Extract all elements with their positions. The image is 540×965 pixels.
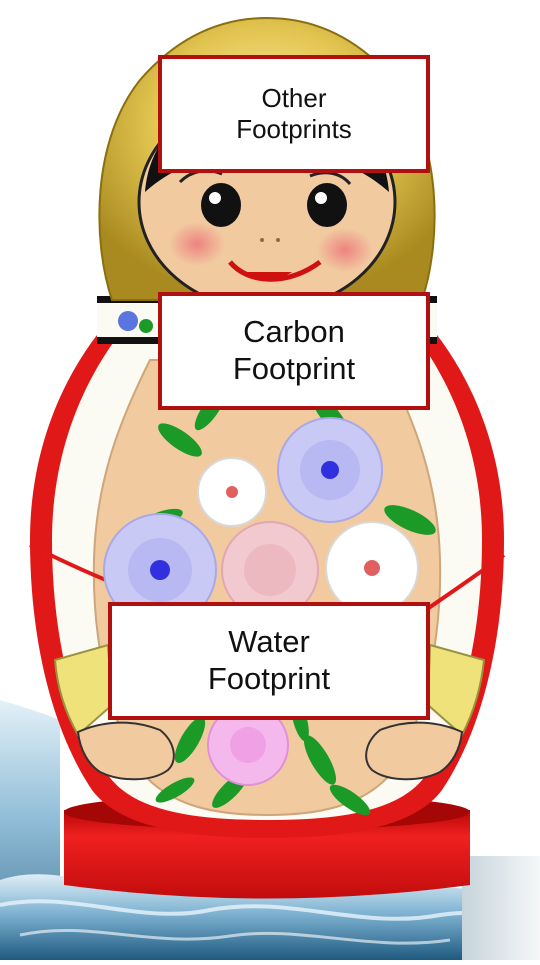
water-footprint-label: Water Footprint <box>108 602 430 720</box>
carbon-footprint-label: Carbon Footprint <box>158 292 430 410</box>
flower-blue-top <box>278 418 382 522</box>
flower-white-right <box>326 522 418 614</box>
other-footprints-label: Other Footprints <box>158 55 430 173</box>
other-footprints-line-1: Other <box>261 83 326 114</box>
water-footprint-line-1: Water <box>228 624 310 661</box>
other-footprints-line-2: Footprints <box>236 114 352 145</box>
water-footprint-line-2: Footprint <box>208 661 330 698</box>
carbon-footprint-line-2: Footprint <box>233 351 355 388</box>
carbon-footprint-line-1: Carbon <box>243 314 345 351</box>
flower-white-top <box>198 458 266 526</box>
